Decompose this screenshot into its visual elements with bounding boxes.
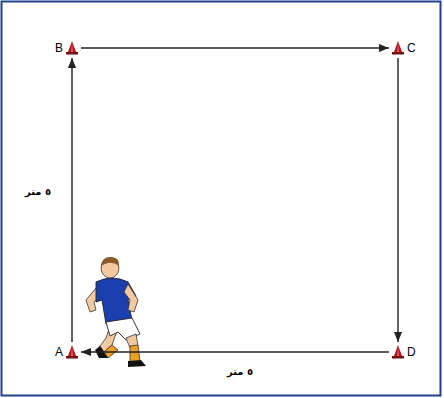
distance-label: ٥ متر bbox=[23, 186, 53, 198]
cone-body bbox=[394, 41, 402, 52]
cone-marker: D bbox=[392, 345, 416, 359]
cone-icon bbox=[392, 41, 404, 55]
cone-icon bbox=[66, 41, 78, 55]
cone-letter: A bbox=[55, 346, 63, 358]
cone-icon bbox=[392, 345, 404, 359]
cone-base bbox=[392, 356, 404, 359]
movement-arrow bbox=[397, 58, 398, 342]
cone-icon bbox=[66, 345, 78, 359]
cone-body bbox=[68, 345, 76, 356]
cone-highlight bbox=[397, 42, 399, 52]
cone-base bbox=[392, 52, 404, 55]
cone-base bbox=[66, 356, 78, 359]
distance-label: ٥ متر bbox=[225, 366, 255, 378]
player-hair bbox=[101, 257, 119, 266]
frame-border bbox=[2, 2, 441, 396]
cone-marker: C bbox=[392, 41, 416, 55]
player-sock bbox=[130, 345, 140, 362]
movement-arrow bbox=[81, 47, 389, 48]
player-arm bbox=[124, 284, 138, 312]
cone-letter: C bbox=[407, 42, 416, 54]
cone-marker: A bbox=[55, 345, 78, 359]
player-boot bbox=[128, 360, 146, 367]
cone-body bbox=[394, 345, 402, 356]
cone-body bbox=[68, 41, 76, 52]
player-figure bbox=[86, 257, 146, 367]
cone-base bbox=[66, 52, 78, 55]
cone-highlight bbox=[71, 346, 73, 356]
cone-highlight bbox=[71, 42, 73, 52]
cone-letter: D bbox=[407, 346, 416, 358]
cone-marker: B bbox=[55, 41, 78, 55]
movement-arrow bbox=[71, 58, 72, 342]
cone-letter: B bbox=[55, 42, 63, 54]
movement-arrow bbox=[81, 351, 389, 352]
cone-highlight bbox=[397, 346, 399, 356]
